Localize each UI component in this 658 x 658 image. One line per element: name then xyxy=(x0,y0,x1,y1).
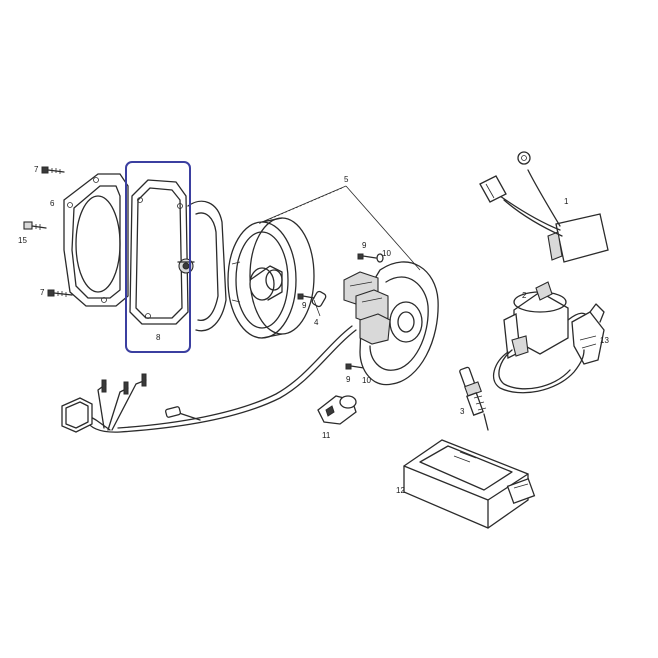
label-part-13: 13 xyxy=(600,336,609,345)
part-7-screw-top xyxy=(41,166,65,174)
highlight-box xyxy=(125,161,191,353)
part-1-regulator xyxy=(479,151,609,263)
label-part-11: 11 xyxy=(322,431,331,440)
part-5-leaders xyxy=(257,185,421,271)
label-part-10-bottom: 10 xyxy=(362,376,371,385)
label-part-9-bottom: 9 xyxy=(346,375,351,384)
label-part-6: 6 xyxy=(50,199,55,208)
part-15-screw xyxy=(23,221,47,230)
part-12-cdi-unit xyxy=(403,439,536,529)
part-7-screw-bottom xyxy=(47,289,73,297)
part-4-key xyxy=(311,290,327,317)
wiring-harness xyxy=(61,325,357,433)
label-part-9-top: 9 xyxy=(362,241,367,250)
part-9-screw-top xyxy=(357,253,384,263)
label-part-1: 1 xyxy=(564,197,569,206)
label-part-4: 4 xyxy=(314,318,319,327)
label-part-15: 15 xyxy=(18,236,27,245)
part-9-screw-mid xyxy=(297,293,315,300)
part-8-gasket xyxy=(129,179,189,325)
part-labels: 7 6 15 7 8 5 9 10 9 4 9 10 11 1 2 13 3 1… xyxy=(18,165,609,495)
part-2-ignition-coil xyxy=(503,281,591,360)
part-11-grommet xyxy=(317,395,357,425)
stator-plate xyxy=(343,261,439,386)
label-part-8: 8 xyxy=(156,333,161,342)
label-part-3: 3 xyxy=(460,407,465,416)
part-6-cover xyxy=(63,173,129,307)
label-part-5: 5 xyxy=(344,175,349,184)
part-5-flywheel xyxy=(227,217,315,339)
label-part-7-bottom: 7 xyxy=(40,288,45,297)
ht-lead xyxy=(492,349,585,394)
label-part-12: 12 xyxy=(396,486,405,495)
part-13-plug-cap xyxy=(571,303,605,365)
label-part-7-top: 7 xyxy=(34,165,39,174)
crankcase-flange xyxy=(177,200,227,332)
label-part-9-mid: 9 xyxy=(302,301,307,310)
part-3-spark-plug xyxy=(459,366,489,431)
label-part-10-top: 10 xyxy=(382,249,391,258)
label-part-2: 2 xyxy=(522,291,527,300)
